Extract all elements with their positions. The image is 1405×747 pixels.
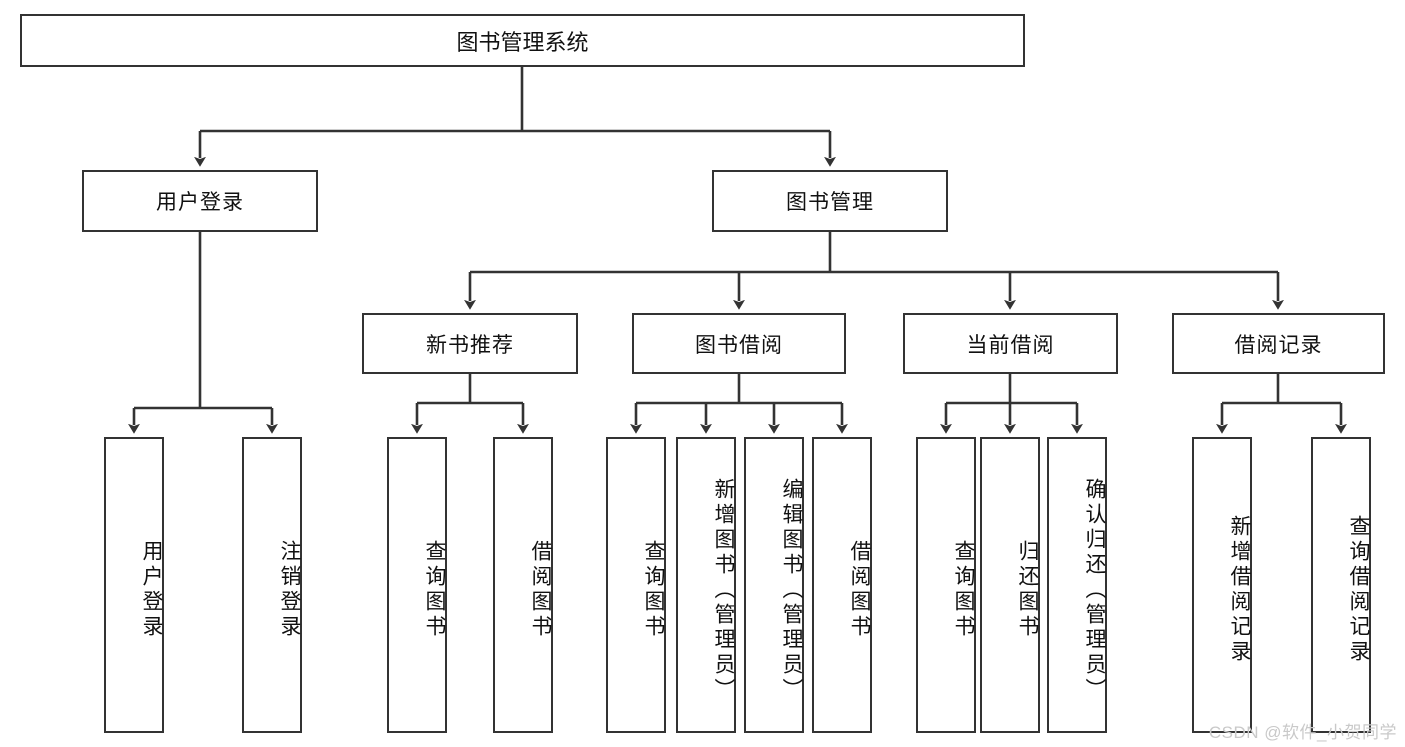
node-label: 查询图书 (952, 540, 975, 640)
leaf-current-borrow-query-book[interactable]: 查询图书 (916, 437, 976, 733)
node-current-borrow[interactable]: 当前借阅 (903, 313, 1118, 374)
leaf-new-book-query-book[interactable]: 查询图书 (387, 437, 447, 733)
node-label: 确认归还（管理员） (1083, 477, 1106, 703)
node-label: 用户登录 (156, 191, 244, 214)
leaf-book-borrow-edit-book-admin[interactable]: 编辑图书（管理员） (744, 437, 804, 733)
node-new-book-recommend[interactable]: 新书推荐 (362, 313, 578, 374)
node-label: 新增图书（管理员） (712, 477, 735, 703)
node-label: 编辑图书（管理员） (780, 477, 803, 703)
node-label: 注销登录 (278, 540, 301, 640)
node-label: 新增借阅记录 (1228, 515, 1251, 665)
leaf-borrow-record-query-record[interactable]: 查询借阅记录 (1311, 437, 1371, 733)
node-borrow-record[interactable]: 借阅记录 (1172, 313, 1385, 374)
node-label: 用户登录 (140, 540, 163, 640)
leaf-new-book-borrow-book[interactable]: 借阅图书 (493, 437, 553, 733)
node-root-book-management-system[interactable]: 图书管理系统 (20, 14, 1025, 67)
leaf-book-borrow-borrow-book[interactable]: 借阅图书 (812, 437, 872, 733)
node-label: 图书借阅 (695, 333, 783, 357)
leaf-borrow-record-add-record[interactable]: 新增借阅记录 (1192, 437, 1252, 733)
node-label: 当前借阅 (966, 333, 1055, 357)
leaf-book-borrow-add-book-admin[interactable]: 新增图书（管理员） (676, 437, 736, 733)
node-label: 图书管理 (786, 191, 874, 214)
leaf-user-login-logout[interactable]: 注销登录 (242, 437, 302, 733)
leaf-book-borrow-query-book[interactable]: 查询图书 (606, 437, 666, 733)
node-user-login[interactable]: 用户登录 (82, 170, 318, 232)
node-label: 借阅图书 (529, 540, 552, 640)
leaf-current-borrow-confirm-return-admin[interactable]: 确认归还（管理员） (1047, 437, 1107, 733)
node-label: 查询图书 (423, 540, 446, 640)
leaf-user-login-login[interactable]: 用户登录 (104, 437, 164, 733)
node-label: 查询图书 (642, 540, 665, 640)
node-label: 图书管理系统 (456, 29, 589, 55)
node-book-borrow[interactable]: 图书借阅 (632, 313, 846, 374)
node-label: 归还图书 (1016, 540, 1039, 640)
node-label: 新书推荐 (426, 333, 514, 357)
node-book-management[interactable]: 图书管理 (712, 170, 948, 232)
node-label: 查询借阅记录 (1347, 515, 1370, 665)
node-label: 借阅记录 (1234, 333, 1323, 357)
node-label: 借阅图书 (848, 540, 871, 640)
leaf-current-borrow-return-book[interactable]: 归还图书 (980, 437, 1040, 733)
